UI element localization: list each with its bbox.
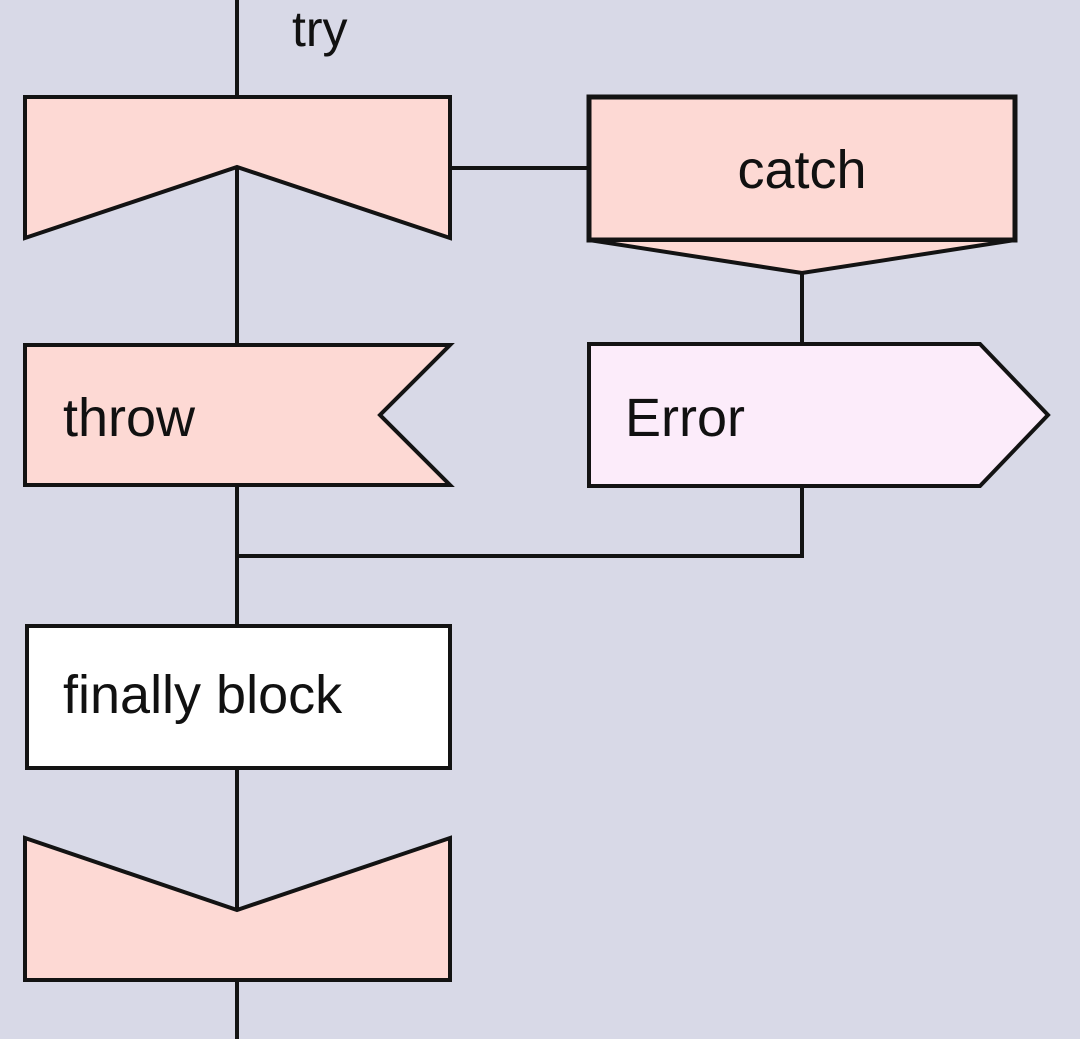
block-end-shape [23,835,452,982]
try-block-begin-shape [23,95,452,241]
error-shape [587,342,1051,488]
catch-shape-pointer [588,238,1016,276]
finally-block-label: finally block [63,665,343,725]
finally-block-shape [25,624,452,770]
throw-node-label: throw [63,388,196,448]
catch-shape [586,94,1018,243]
try-edge-label: try [292,1,348,57]
error-node-label: Error [625,388,745,448]
throw-shape [23,343,455,487]
catch-node-label: catch [737,140,866,200]
error-return-connector [237,486,804,558]
